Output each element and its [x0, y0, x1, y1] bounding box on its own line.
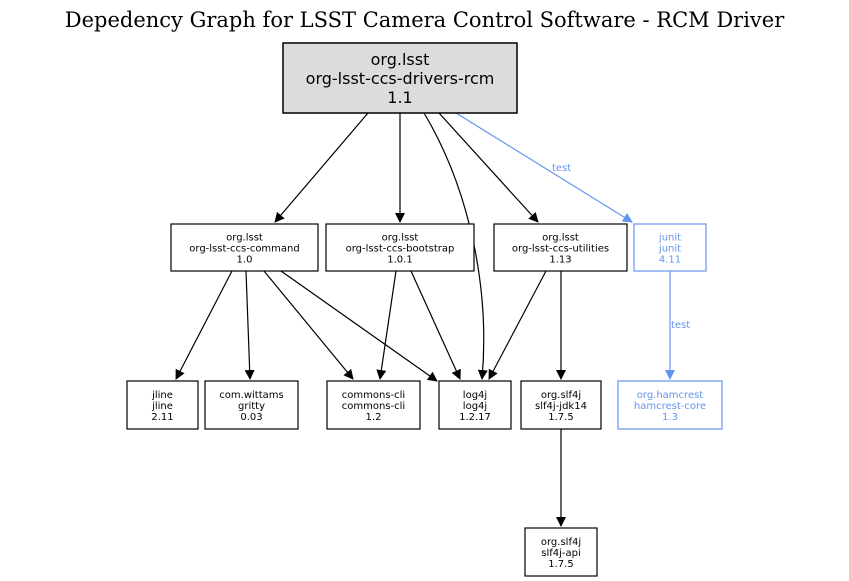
edge-label-rcm-to-junit: test [552, 163, 571, 174]
node-group: log4j [463, 390, 487, 401]
node-version: 1.0 [237, 255, 253, 266]
node-box [617, 380, 723, 430]
node-box [204, 380, 299, 430]
node-group: jline [151, 390, 173, 401]
node-artifact: gritty [238, 401, 265, 412]
node-group: org.slf4j [541, 390, 581, 401]
edge-rcm-to-command [274, 112, 369, 223]
node-artifact: org-lsst-ccs-utilities [512, 244, 609, 255]
node-artifact: slf4j-api [541, 548, 581, 559]
node-artifact: jline [151, 401, 173, 412]
node-group: org.lsst [542, 233, 579, 244]
nodes-layer: org.lsstorg-lsst-ccs-drivers-rcm1.1org.l… [126, 42, 723, 577]
edges-layer: test test [175, 112, 690, 527]
edge-command-to-commonscli [263, 270, 354, 380]
edge-command-to-gritty [244, 270, 255, 380]
node-artifact: log4j [463, 401, 487, 412]
node-box [520, 380, 602, 430]
node-group: org.lsst [382, 233, 419, 244]
node-version: 1.2 [366, 412, 382, 423]
node-version: 1.1 [387, 88, 412, 107]
node-artifact: slf4j-jdk14 [535, 401, 587, 412]
node-box [326, 380, 421, 430]
node-version: 1.0.1 [387, 255, 412, 266]
node-box [633, 223, 707, 272]
edge-rcm-to-utilities [438, 112, 539, 223]
node-box [524, 527, 598, 577]
node-artifact: commons-cli [342, 401, 405, 412]
edge-label-junit-to-hamcrest: test [671, 320, 690, 331]
edge-rcm-to-junit [455, 112, 633, 223]
node-version: 4.11 [659, 255, 681, 266]
edge-command-to-jline [175, 270, 233, 380]
node-group: org.lsst [226, 233, 263, 244]
node-version: 1.2.17 [459, 412, 491, 423]
node-artifact: junit [658, 244, 681, 255]
node-group: org.lsst [371, 50, 430, 69]
node-version: 1.7.5 [548, 559, 573, 570]
edge-bootstrap-to-commonscli [376, 270, 397, 380]
node-version: 2.11 [151, 412, 173, 423]
node-version: 0.03 [240, 412, 262, 423]
node-version: 1.13 [549, 255, 571, 266]
node-version: 1.7.5 [548, 412, 573, 423]
edge-utilities-to-log4j [488, 270, 547, 380]
node-box [282, 42, 518, 114]
node-box [126, 380, 199, 430]
node-artifact: hamcrest-core [634, 401, 706, 412]
edge-bootstrap-to-log4j [410, 270, 461, 380]
node-box [170, 223, 319, 272]
node-artifact: org-lsst-ccs-bootstrap [346, 244, 455, 255]
node-artifact: org-lsst-ccs-command [189, 244, 299, 255]
node-group: commons-cli [342, 390, 405, 401]
node-group: junit [658, 233, 681, 244]
node-group: org.slf4j [541, 537, 581, 548]
node-version: 1.3 [662, 412, 678, 423]
node-artifact: org-lsst-ccs-drivers-rcm [306, 69, 495, 88]
node-box [438, 380, 512, 430]
edge-command-to-log4j [280, 270, 438, 382]
node-box [493, 223, 628, 272]
node-group: org.hamcrest [637, 390, 704, 401]
node-group: com.wittams [219, 390, 283, 401]
node-box [325, 223, 475, 272]
graph-title: Depedency Graph for LSST Camera Control … [64, 8, 785, 32]
